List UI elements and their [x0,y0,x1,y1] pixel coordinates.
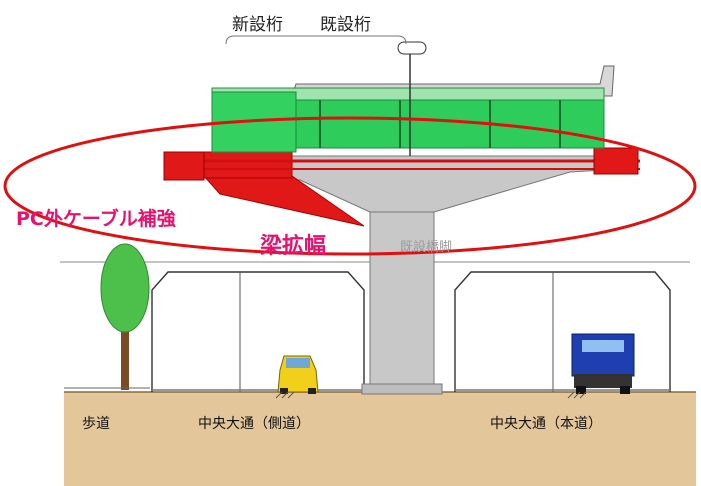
tree-trunk [121,296,129,390]
label-new-girder: 新設桁 [232,15,283,35]
label-side-road: 中央大通（側道） [198,416,310,432]
tunnel-right [454,271,671,392]
ground [64,392,696,486]
label-main-road: 中央大通（本道） [490,416,602,432]
anchor-left [163,151,205,181]
beam-widening-block [199,151,293,179]
label-pc-cable: PC外ケーブル補強 [16,208,176,230]
label-beam-widening: 梁拡幅 [260,234,327,259]
tree-crown [100,243,150,333]
pier-footing [361,383,443,395]
car-yellow-window [286,358,310,368]
anchor-right [593,147,639,175]
label-existing-pier: 既設橋脚 [400,240,453,255]
truck-wheel-r [620,386,630,394]
hatch-marks [275,391,587,399]
label-bracket [225,35,407,45]
truck-blue-window [582,340,624,352]
label-existing-girder: 既設桁 [320,15,371,35]
tunnel-left [151,271,365,392]
car-yellow-wheel-r [308,388,316,394]
highlight-ellipse [3,116,697,256]
truck-wheel-l [576,386,586,394]
truck-blue-bumper [574,374,632,388]
label-sidewalk: 歩道 [82,416,110,432]
car-yellow-wheel-l [280,388,288,394]
pier-column [369,211,435,391]
light-sign [397,41,427,55]
